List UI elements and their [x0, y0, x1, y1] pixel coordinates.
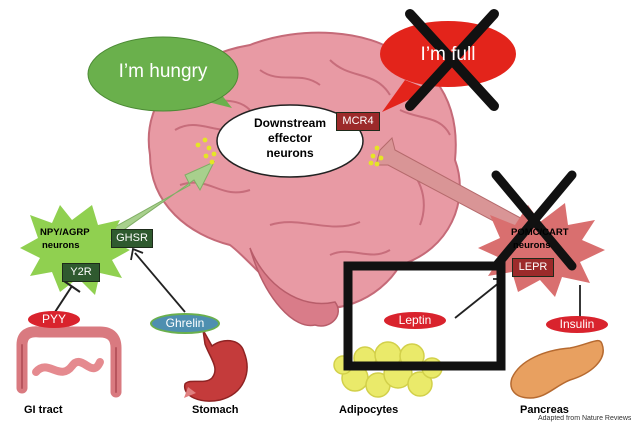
pomc-cart-line-1: POMC/CART	[511, 227, 569, 238]
stomach-label: Stomach	[192, 404, 238, 416]
y2r-receptor-tag: Y2R	[62, 263, 100, 282]
gi-tract-label: GI tract	[24, 404, 63, 416]
stomach-illustration	[184, 330, 247, 401]
effector-neurons-line-2: effector	[248, 131, 332, 145]
pomc-cart-line-2: neurons	[513, 240, 550, 251]
npy-agrp-line-1: NPY/AGRP	[40, 227, 90, 238]
lepr-receptor-tag: LEPR	[512, 258, 554, 277]
gi-tract-illustration	[22, 332, 116, 392]
effector-neurons-line-1: Downstream	[248, 116, 332, 130]
npy-agrp-line-2: neurons	[42, 240, 79, 251]
ghrelin-hormone-pill: Ghrelin	[150, 313, 220, 334]
pancreas-illustration	[511, 341, 603, 398]
effector-neurons-line-3: neurons	[248, 146, 332, 160]
adipocytes-label: Adipocytes	[339, 404, 398, 416]
full-bubble-text: I’m full	[412, 44, 484, 66]
pyy-hormone-pill: PYY	[28, 311, 80, 328]
insulin-hormone-pill: Insulin	[546, 316, 608, 333]
hungry-bubble-text: I’m hungry	[117, 61, 209, 83]
leptin-hormone-pill: Leptin	[384, 312, 446, 329]
mcr4-receptor-tag: MCR4	[336, 112, 380, 131]
ghsr-receptor-tag: GHSR	[111, 229, 153, 248]
source-credit: Adapted from Nature Reviews G	[538, 415, 631, 422]
